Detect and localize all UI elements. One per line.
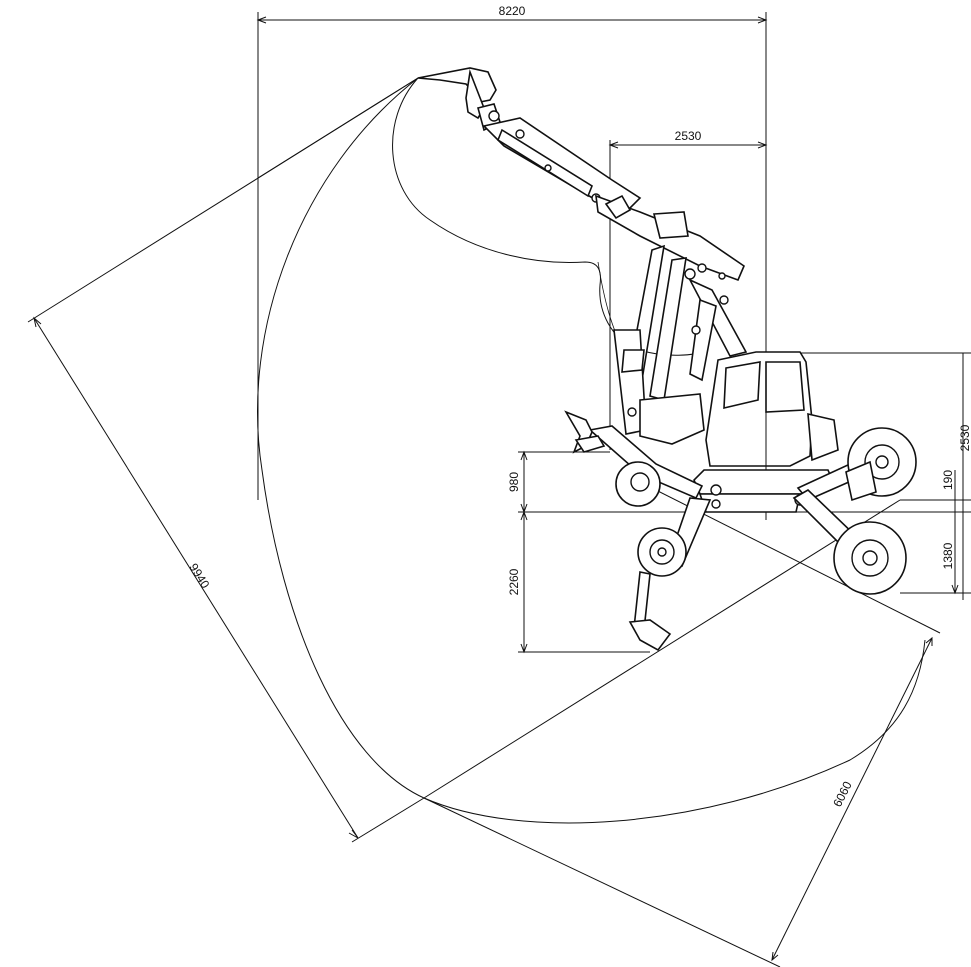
wheel-left-lower — [637, 527, 687, 577]
dim-axle-height: 190 — [941, 470, 955, 490]
dim-diagonal-reach: 9940 — [186, 561, 212, 591]
wheel-right-lower — [833, 521, 907, 595]
dim-overall-width: 8220 — [499, 4, 526, 18]
dim-wheel-lower: 1380 — [941, 542, 955, 569]
excavator-outline — [417, 67, 917, 652]
dim-wheel-depth: 2260 — [507, 568, 521, 595]
dim-outrigger-height: 980 — [507, 472, 521, 492]
dim-cab-height: 2530 — [958, 424, 971, 451]
dimension-labels: 8220 2530 2530 9940 6060 980 2260 190 13… — [186, 4, 971, 809]
dim-ground-reach: 6060 — [830, 779, 855, 809]
wheel-right-upper — [847, 427, 917, 497]
dim-boom-offset: 2530 — [675, 129, 702, 143]
wheel-left-upper — [615, 461, 661, 507]
